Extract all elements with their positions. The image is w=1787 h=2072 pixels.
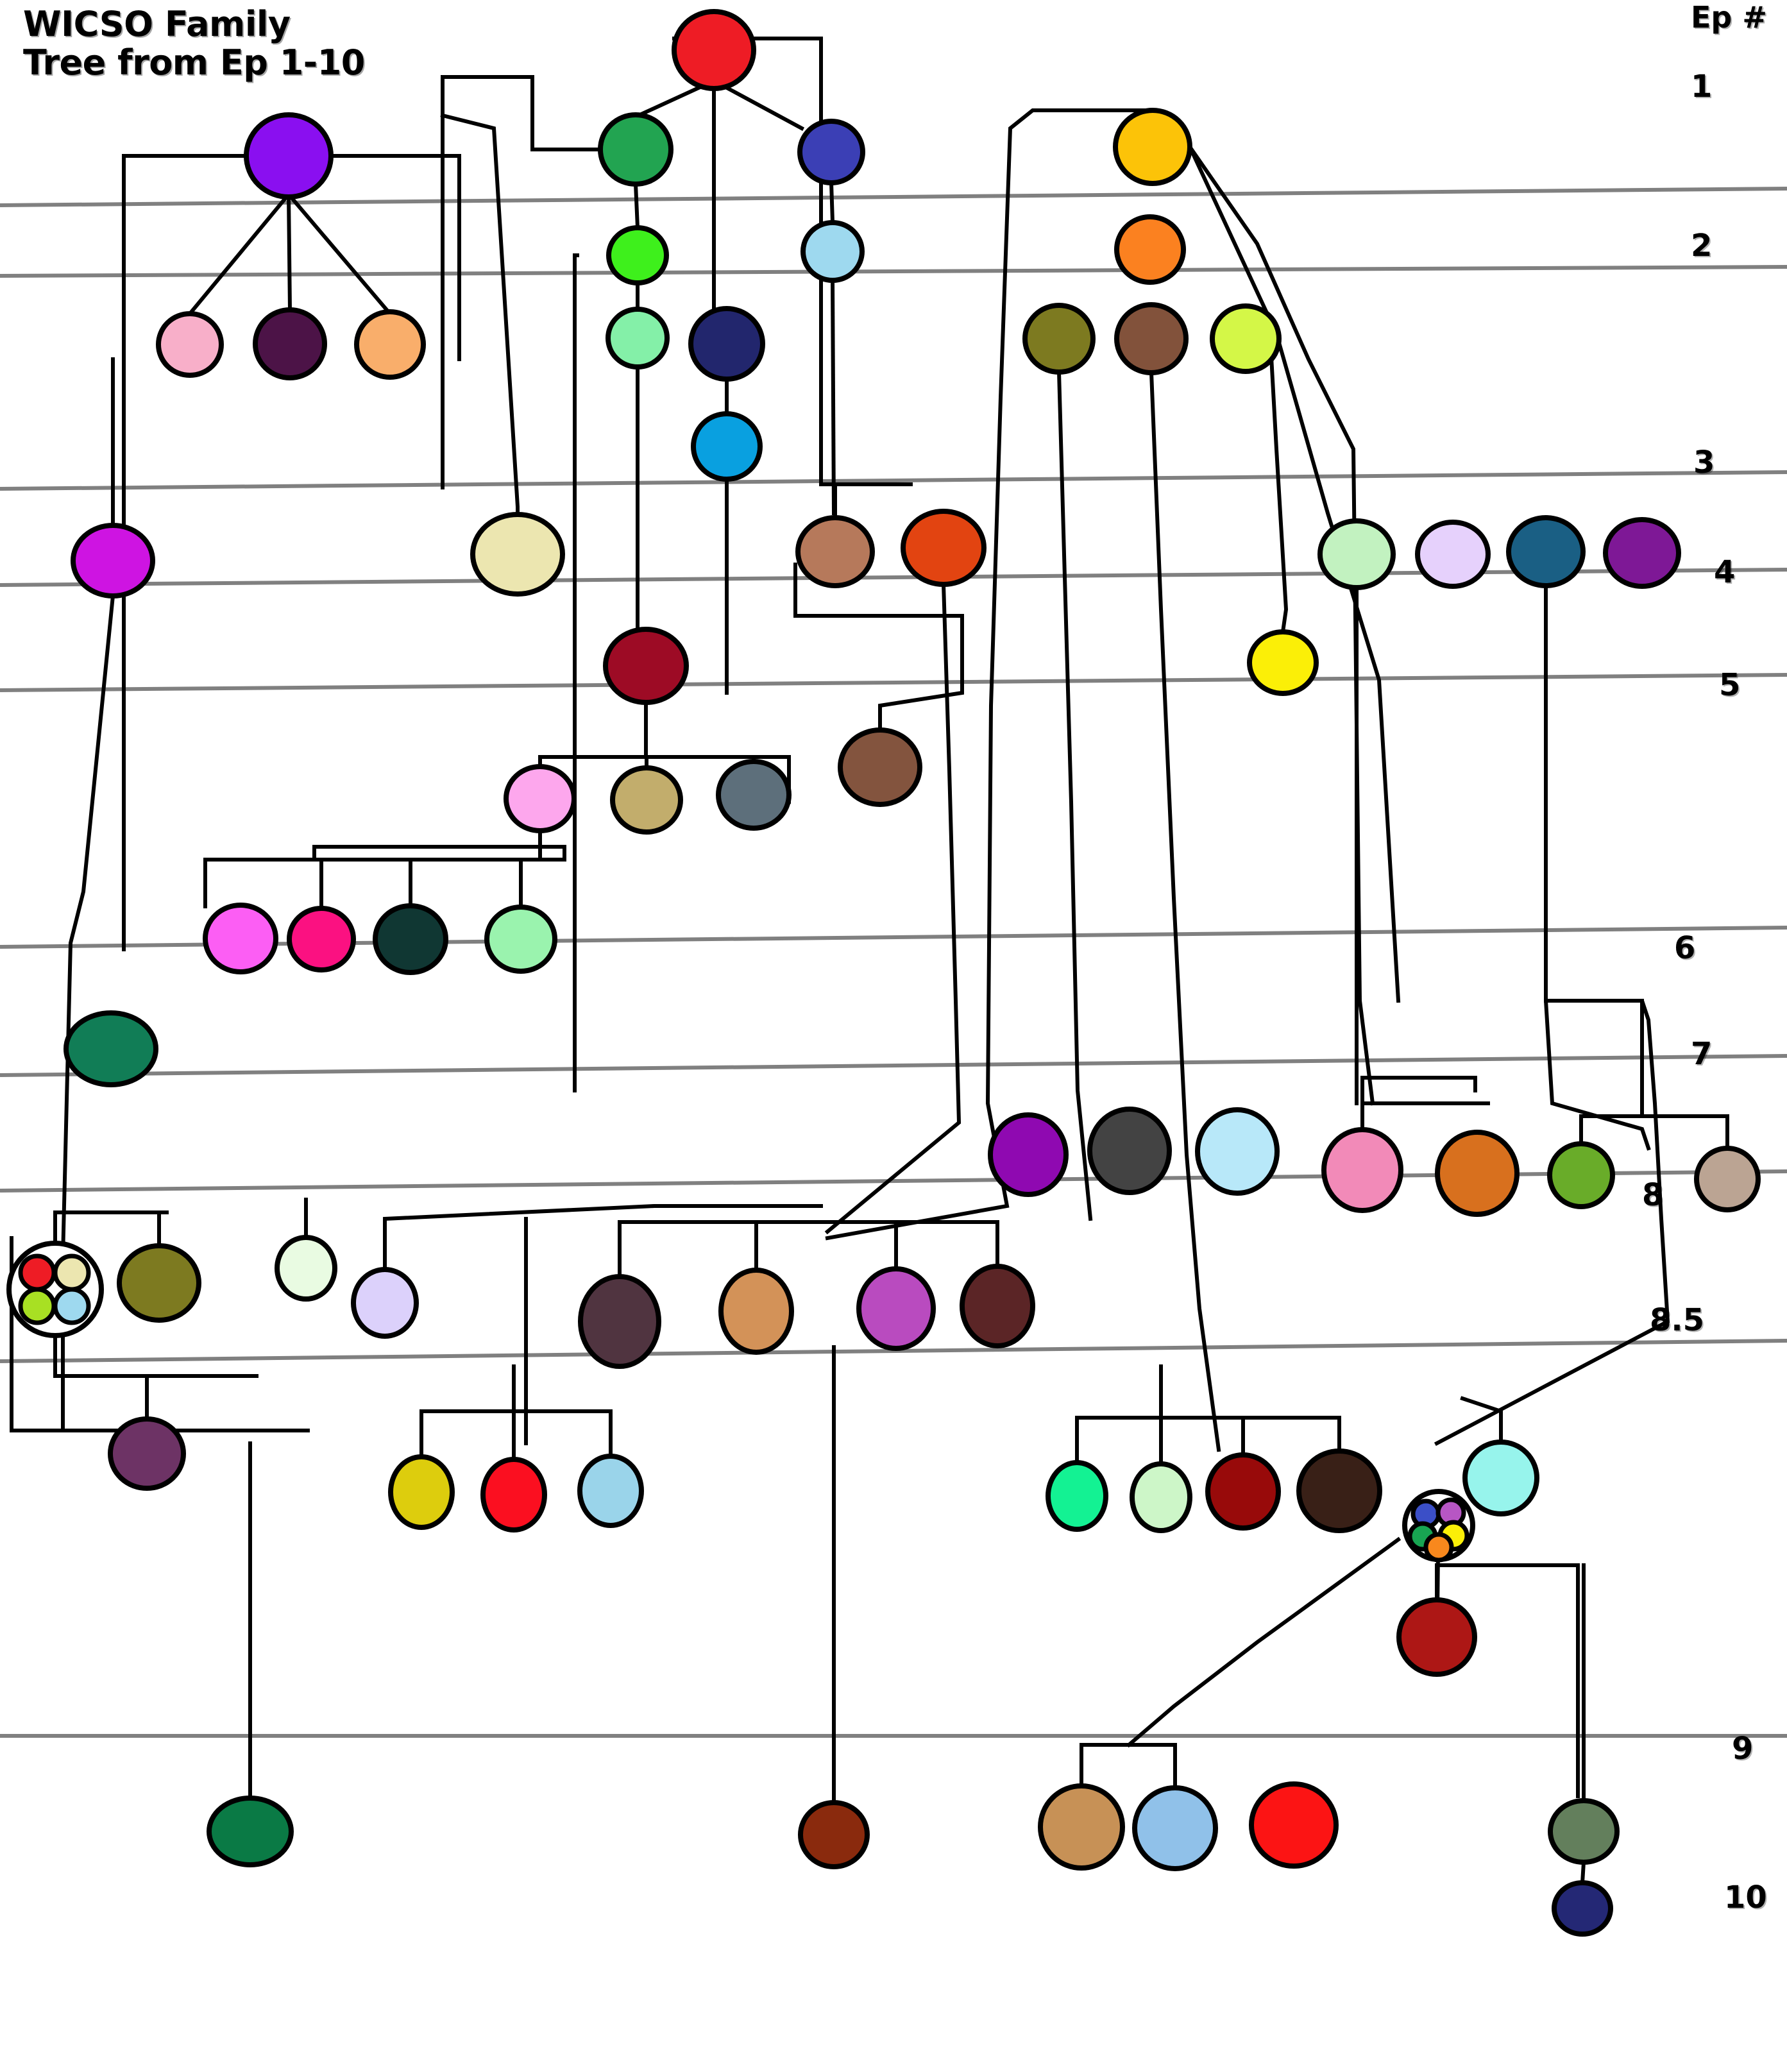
character-node-bright-lime[interactable] — [606, 225, 669, 285]
title-line-2: Tree from Ep 1-10 — [23, 42, 365, 83]
character-node-gold[interactable] — [1113, 108, 1192, 186]
character-node-orchid[interactable] — [856, 1266, 936, 1351]
episode-guideline-2 — [0, 265, 1787, 278]
group-member-light-blue[interactable] — [53, 1287, 91, 1325]
character-node-rust[interactable] — [798, 1800, 870, 1869]
character-node-espresso[interactable] — [1296, 1448, 1382, 1533]
title-line-1: WICSO Family — [23, 4, 291, 44]
character-node-sand[interactable] — [1038, 1783, 1125, 1871]
episode-guideline-5 — [0, 673, 1787, 692]
group-four-members[interactable] — [6, 1241, 104, 1338]
episode-label-5: 5 — [1719, 667, 1741, 703]
episode-label-4: 4 — [1714, 554, 1736, 590]
episode-guideline-3 — [0, 470, 1787, 491]
character-node-bright-purple[interactable] — [988, 1112, 1069, 1197]
character-node-yellow-green[interactable] — [1210, 303, 1282, 374]
character-node-sky-blue[interactable] — [577, 1454, 644, 1528]
character-node-ice-green[interactable] — [275, 1235, 337, 1302]
character-node-peach[interactable] — [354, 309, 426, 380]
character-node-pale-green[interactable] — [1317, 518, 1396, 590]
character-node-violet[interactable] — [244, 112, 334, 200]
character-node-tan-brown[interactable] — [795, 515, 875, 588]
character-node-dark-plum[interactable] — [253, 307, 327, 380]
character-node-sea-green[interactable] — [64, 1010, 158, 1087]
character-node-pale-blue[interactable] — [1195, 1107, 1280, 1196]
character-node-midnight-blue[interactable] — [1552, 1880, 1613, 1937]
character-node-bright-red[interactable] — [480, 1457, 547, 1533]
character-node-pale-lavender[interactable] — [351, 1267, 419, 1339]
character-node-slate[interactable] — [716, 759, 792, 831]
character-node-moss-green[interactable] — [1548, 1798, 1620, 1865]
character-node-dark-mauve[interactable] — [578, 1274, 661, 1369]
character-node-maroon-brown[interactable] — [960, 1264, 1035, 1348]
character-node-khaki[interactable] — [610, 765, 683, 835]
episode-label-10: 10 — [1724, 1880, 1767, 1915]
character-node-magenta[interactable] — [71, 523, 155, 599]
character-node-olive-2[interactable] — [117, 1243, 201, 1323]
character-node-hot-magenta[interactable] — [203, 903, 278, 974]
episode-column-header: Ep # — [1691, 0, 1767, 35]
character-node-aqua[interactable] — [1462, 1439, 1539, 1516]
character-node-mint[interactable] — [606, 307, 670, 369]
group-member-red[interactable] — [18, 1253, 56, 1292]
character-node-spring-green[interactable] — [1046, 1460, 1108, 1532]
group-member-lime[interactable] — [18, 1287, 56, 1325]
character-node-dark-red[interactable] — [603, 627, 689, 705]
character-node-light-blue[interactable] — [800, 220, 865, 283]
group-outline — [6, 1241, 104, 1338]
character-node-brown[interactable] — [1114, 302, 1189, 375]
character-node-pink[interactable] — [156, 311, 224, 378]
character-node-cream[interactable] — [470, 512, 565, 597]
group-member-orange[interactable] — [1423, 1532, 1454, 1563]
character-node-royal-purple[interactable] — [1603, 517, 1681, 589]
character-node-deep-pink[interactable] — [287, 906, 356, 972]
episode-guideline-4 — [0, 568, 1787, 587]
character-node-cyan-blue[interactable] — [691, 411, 763, 482]
character-node-gold-yellow[interactable] — [388, 1454, 455, 1530]
character-node-camel[interactable] — [718, 1268, 794, 1355]
character-node-dark-teal[interactable] — [373, 903, 448, 975]
character-node-dark-gray[interactable] — [1087, 1107, 1172, 1195]
episode-label-9: 9 — [1732, 1731, 1754, 1767]
character-node-crimson-dark[interactable] — [1205, 1452, 1281, 1531]
character-node-steel-blue[interactable] — [1506, 515, 1586, 588]
character-node-forest-green[interactable] — [207, 1796, 294, 1867]
character-node-green[interactable] — [598, 112, 673, 187]
group-member-cream[interactable] — [53, 1253, 91, 1292]
character-node-honeydew[interactable] — [1130, 1461, 1192, 1533]
character-node-light-pink[interactable] — [504, 764, 577, 833]
character-node-pumpkin[interactable] — [1435, 1130, 1520, 1217]
character-node-lavender[interactable] — [1415, 520, 1491, 589]
character-nodes — [64, 9, 1761, 1937]
character-node-taupe[interactable] — [1694, 1146, 1761, 1212]
episode-label-8: 8 — [1642, 1177, 1664, 1213]
group-five-members[interactable] — [1402, 1489, 1475, 1563]
episode-label-6: 6 — [1674, 930, 1696, 966]
character-node-blue[interactable] — [797, 119, 865, 185]
episode-guideline-8-5 — [0, 1339, 1787, 1363]
character-node-orange-red[interactable] — [901, 509, 987, 587]
character-node-red[interactable] — [672, 9, 756, 91]
episode-label-8-5: 8.5 — [1650, 1302, 1705, 1338]
character-node-pure-red[interactable] — [1249, 1781, 1339, 1869]
character-node-yellow[interactable] — [1247, 629, 1319, 696]
character-node-navy[interactable] — [688, 306, 765, 382]
character-node-orange[interactable] — [1114, 214, 1186, 285]
episode-label-3: 3 — [1693, 445, 1715, 480]
character-node-olive[interactable] — [1022, 303, 1096, 375]
episode-label-7: 7 — [1691, 1036, 1713, 1072]
character-node-light-mint[interactable] — [484, 904, 557, 974]
character-node-plum[interactable] — [108, 1416, 186, 1491]
character-node-brick-red[interactable] — [1396, 1597, 1477, 1677]
character-node-saddle-brown[interactable] — [838, 727, 922, 807]
character-node-apple-green[interactable] — [1547, 1141, 1615, 1209]
character-group-nodes — [6, 1241, 1475, 1563]
episode-label-2: 2 — [1691, 228, 1713, 264]
episode-label-1: 1 — [1691, 69, 1713, 105]
episode-guideline-7 — [0, 1054, 1787, 1077]
character-node-cornflower[interactable] — [1132, 1785, 1218, 1871]
character-node-bubblegum-pink[interactable] — [1321, 1127, 1403, 1213]
